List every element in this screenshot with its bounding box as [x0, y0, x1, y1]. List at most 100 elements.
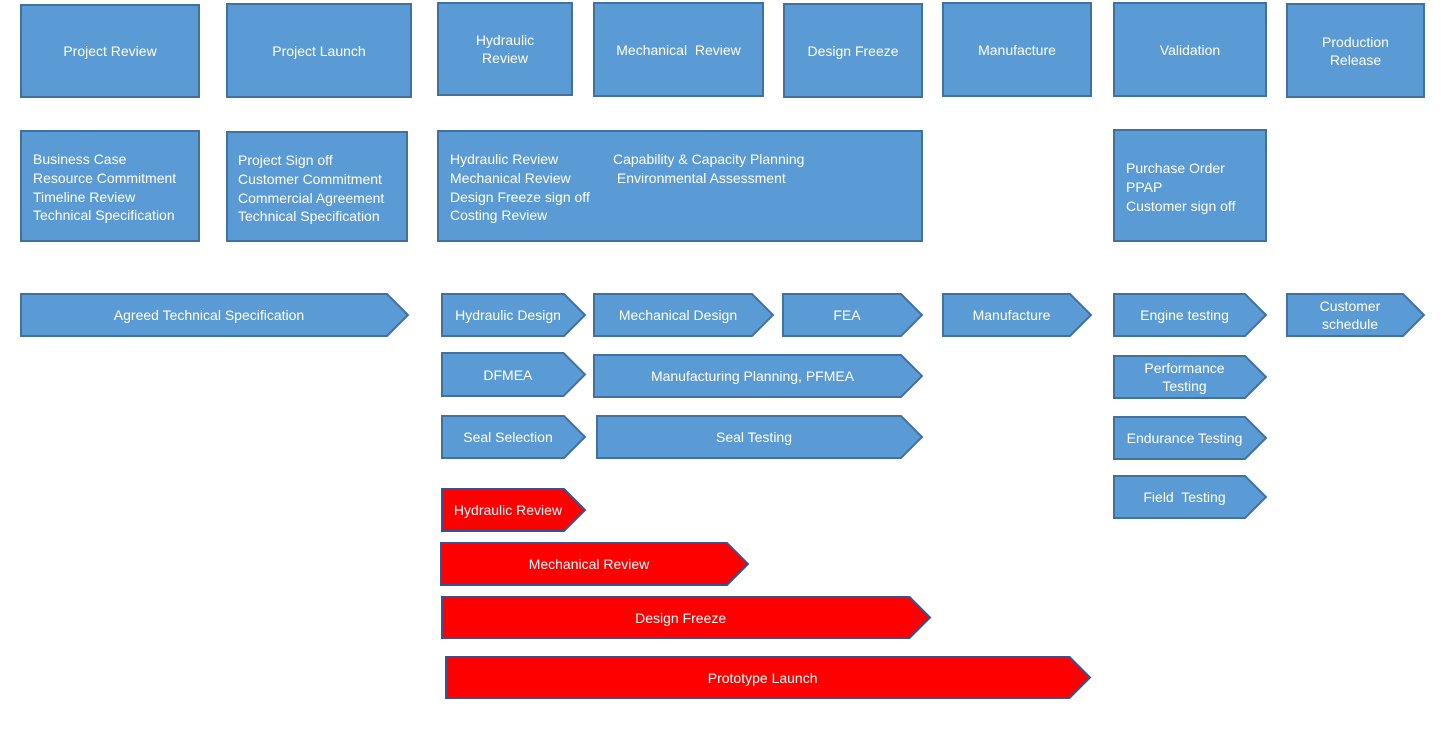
- arrow-shape: [441, 596, 932, 639]
- arrow-body: [440, 542, 750, 586]
- arrow-shape: [593, 354, 924, 398]
- phase-design-freeze: Design Freeze: [783, 3, 923, 98]
- deliverable-item: Customer sign off: [1126, 198, 1236, 214]
- deliverable-item: Purchase Order: [1126, 160, 1225, 176]
- arrow-body: [20, 293, 410, 337]
- task-performance-testing: Performance Testing: [1113, 355, 1268, 399]
- arrow-body: [1113, 416, 1268, 460]
- arrow-shape: [440, 542, 750, 586]
- arrow-body: [942, 293, 1093, 337]
- milestone-mechanical-review: Mechanical Review: [440, 542, 750, 586]
- task-manufacture: Manufacture: [942, 293, 1093, 337]
- deliverable-item: Timeline Review: [33, 189, 136, 205]
- phase-label: Manufacture: [978, 41, 1056, 58]
- milestone-label: Mechanical Review: [528, 556, 650, 572]
- task-label: Mechanical Design: [618, 307, 738, 323]
- arrow-shape: [593, 293, 775, 337]
- phase-manufacture: Manufacture: [942, 2, 1092, 97]
- deliverable-item: Design Freeze sign off: [450, 189, 590, 205]
- arrow-body: [593, 293, 775, 337]
- deliverable-item: Hydraulic Review: [450, 151, 559, 167]
- task-label: Seal Testing: [715, 429, 792, 445]
- task-label: Field Testing: [1143, 489, 1226, 505]
- arrow-shape: [1113, 293, 1268, 337]
- deliverable-item: Resource Commitment: [33, 170, 177, 186]
- deliverables-design-phase: Hydraulic Review Mechanical Review Desig…: [437, 130, 923, 242]
- arrow-shape: [441, 415, 587, 459]
- task-label: Manufacturing Planning, PFMEA: [650, 368, 855, 384]
- task-label: Manufacture: [972, 307, 1051, 323]
- deliverable-item: PPAP: [1126, 179, 1163, 195]
- arrow-shape: [942, 293, 1093, 337]
- task-mechanical-design: Mechanical Design: [593, 293, 775, 337]
- task-agreed-technical-specification: Agreed Technical Specification: [20, 293, 410, 337]
- deliverable-item: Costing Review: [450, 207, 548, 223]
- task-label: FEA: [833, 307, 861, 323]
- deliverable-item: Project Sign off: [238, 152, 333, 168]
- deliverable-item: Technical Specification: [33, 207, 175, 223]
- arrow-shape: [1113, 355, 1268, 399]
- task-label: Engine testing: [1140, 307, 1229, 323]
- deliverables-project-launch: Project Sign off Customer Commitment Com…: [226, 131, 408, 242]
- arrow-shape: [782, 293, 924, 337]
- task-hydraulic-design: Hydraulic Design: [441, 293, 587, 337]
- phase-label: Hydraulic Review: [475, 32, 535, 66]
- phase-hydraulic-review: Hydraulic Review: [437, 2, 573, 96]
- arrow-shape: [596, 415, 924, 459]
- milestone-label: Prototype Launch: [707, 669, 818, 686]
- phase-label: Project Review: [63, 43, 157, 59]
- phase-validation: Validation: [1113, 2, 1267, 97]
- task-engine-testing: Engine testing: [1113, 293, 1268, 337]
- arrow-body: [1113, 355, 1268, 399]
- phase-project-review: Project Review: [20, 4, 200, 98]
- arrow-body: [1286, 293, 1426, 337]
- milestone-hydraulic-review: Hydraulic Review: [441, 488, 587, 532]
- arrow-shape: [441, 488, 587, 532]
- phase-label: Validation: [1159, 41, 1221, 58]
- task-fea: FEA: [782, 293, 924, 337]
- arrow-body: [445, 656, 1092, 699]
- arrow-shape: [445, 656, 1092, 699]
- task-seal-testing: Seal Testing: [596, 415, 924, 459]
- arrow-body: [441, 596, 932, 639]
- arrow-shape: [441, 293, 587, 337]
- arrow-body: [441, 352, 587, 397]
- arrow-body: [1113, 293, 1268, 337]
- phase-label: Design Freeze: [807, 42, 899, 59]
- task-label: Agreed Technical Specification: [113, 307, 305, 323]
- task-seal-selection: Seal Selection: [441, 415, 587, 459]
- phase-project-launch: Project Launch: [226, 3, 412, 98]
- deliverables-validation: Purchase Order PPAP Customer sign off: [1113, 129, 1267, 242]
- deliverable-item: Technical Specification: [238, 208, 380, 224]
- phase-label: Production Release: [1322, 33, 1389, 68]
- arrow-shape: [1286, 293, 1426, 337]
- task-dfmea: DFMEA: [441, 352, 587, 397]
- task-manufacturing-planning-pfmea: Manufacturing Planning, PFMEA: [593, 354, 924, 398]
- arrow-body: [1113, 475, 1268, 519]
- milestone-prototype-launch: Prototype Launch: [445, 656, 1092, 699]
- task-customer-schedule: Customer schedule: [1286, 293, 1426, 337]
- task-endurance-testing: Endurance Testing: [1113, 416, 1268, 460]
- arrow-body: [782, 293, 924, 337]
- phase-mechanical-review: Mechanical Review: [593, 2, 764, 97]
- phase-label: Project Launch: [272, 42, 366, 59]
- deliverables-project-review: Business Case Resource Commitment Timeli…: [20, 130, 200, 242]
- task-label: Hydraulic Design: [455, 307, 561, 323]
- task-field-testing: Field Testing: [1113, 475, 1268, 519]
- arrow-shape: [441, 352, 587, 397]
- milestone-label: Hydraulic Review: [453, 502, 563, 518]
- arrow-shape: [1113, 416, 1268, 460]
- deliverable-item: Business Case: [33, 151, 127, 167]
- deliverable-item: Customer Commitment: [238, 171, 382, 187]
- phase-label: Mechanical Review: [616, 41, 741, 58]
- milestone-label: Design Freeze: [635, 609, 727, 626]
- phase-production-release: Production Release: [1286, 3, 1425, 98]
- deliverable-item: Commercial Agreement: [238, 190, 385, 206]
- arrow-body: [596, 415, 924, 459]
- milestone-design-freeze: Design Freeze: [441, 596, 932, 639]
- task-label: Endurance Testing: [1126, 430, 1243, 446]
- task-label: Performance Testing: [1144, 360, 1225, 394]
- arrow-shape: [1113, 475, 1268, 519]
- arrow-shape: [20, 293, 410, 337]
- task-label: Seal Selection: [463, 429, 553, 445]
